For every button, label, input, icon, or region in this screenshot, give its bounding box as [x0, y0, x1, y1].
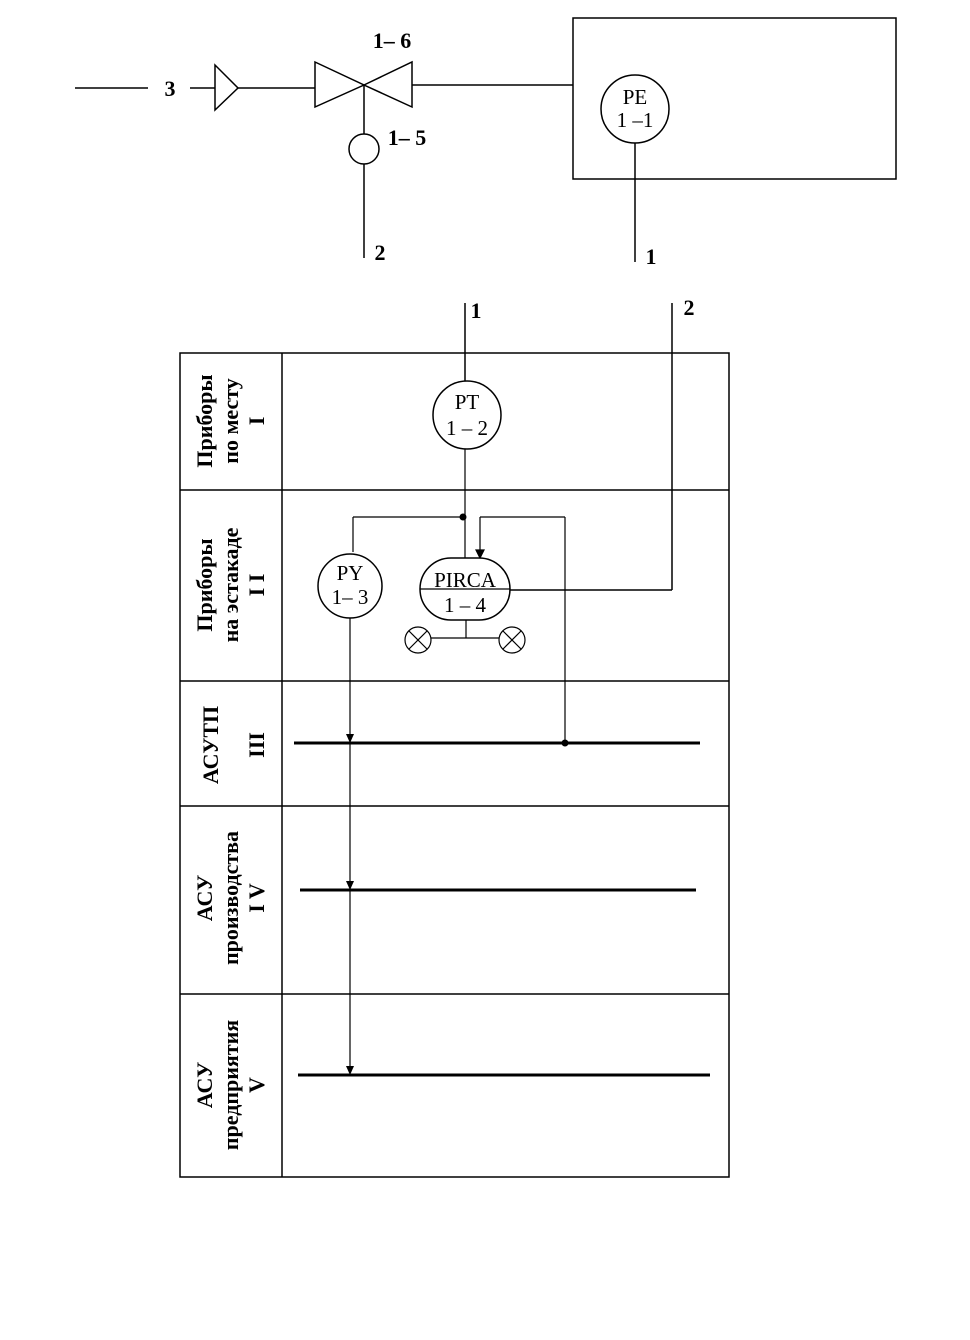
row-title-field-instruments: I [244, 417, 269, 426]
pirca-position-number: 1 – 4 [444, 593, 487, 617]
row-title-rack-instruments: на эстакаде [218, 527, 243, 642]
signal-label-2-table: 2 [684, 295, 695, 320]
row-title-production-mes: АСУ [192, 875, 217, 922]
row-title-field-instruments: по месту [218, 378, 243, 463]
incoming-signals [465, 303, 672, 590]
alarm-lamp-icon [499, 627, 525, 653]
row-title-enterprise-erp: V [244, 1077, 269, 1093]
signal-label-1-table: 1 [471, 298, 482, 323]
py-function-code: PY [337, 561, 364, 585]
table-border [180, 353, 729, 1177]
row-title-apcs: III [244, 732, 269, 758]
junction-dot [460, 514, 467, 521]
row-title-field-instruments: Приборы [192, 374, 217, 467]
row-title-rack-instruments: I I [244, 574, 269, 597]
signal-label-2-top: 2 [375, 240, 386, 265]
py-position-number: 1– 3 [332, 585, 369, 609]
alarm-lamp-icon [405, 627, 431, 653]
process-labels: 3 1– 6 1– 5 2 1 PE 1 –1 [165, 28, 657, 269]
row-title-production-mes: производства [218, 831, 243, 965]
pirca-function-code: PIRCA [434, 568, 497, 592]
pt-function-code: PT [455, 390, 480, 414]
pe-function-code: PE [623, 85, 648, 109]
row-title-rack-instruments: Приборы [192, 538, 217, 631]
controller-pirca: PIRCA 1 – 4 [420, 558, 510, 620]
row-title-enterprise-erp: предприятия [218, 1020, 243, 1150]
valve-actuator [349, 134, 379, 164]
automation-table [180, 353, 729, 1177]
line-number-3: 3 [165, 76, 176, 101]
control-valve-left [315, 62, 364, 107]
process-section [75, 18, 896, 262]
instrument-wiring [350, 449, 565, 1073]
flow-direction-triangle [215, 65, 238, 110]
signal-label-1-top: 1 [646, 244, 657, 269]
bus-lines [294, 743, 710, 1075]
converter-py: PY 1– 3 [318, 554, 382, 618]
row-title-apcs: АСУТП [198, 706, 223, 784]
control-valve-right [364, 62, 412, 107]
valve-position-label: 1– 6 [373, 28, 412, 53]
row-title-enterprise-erp: АСУ [192, 1062, 217, 1109]
pt-position-number: 1 – 2 [446, 416, 488, 440]
pe-position-number: 1 –1 [617, 108, 654, 132]
actuator-position-label: 1– 5 [388, 125, 427, 150]
row-titles: Приборы по месту I Приборы на эстакаде I… [192, 374, 269, 1150]
row-title-production-mes: I V [244, 883, 269, 913]
process-vessel [573, 18, 896, 179]
pressure-transmitter-pt: PT 1 – 2 [433, 381, 501, 449]
